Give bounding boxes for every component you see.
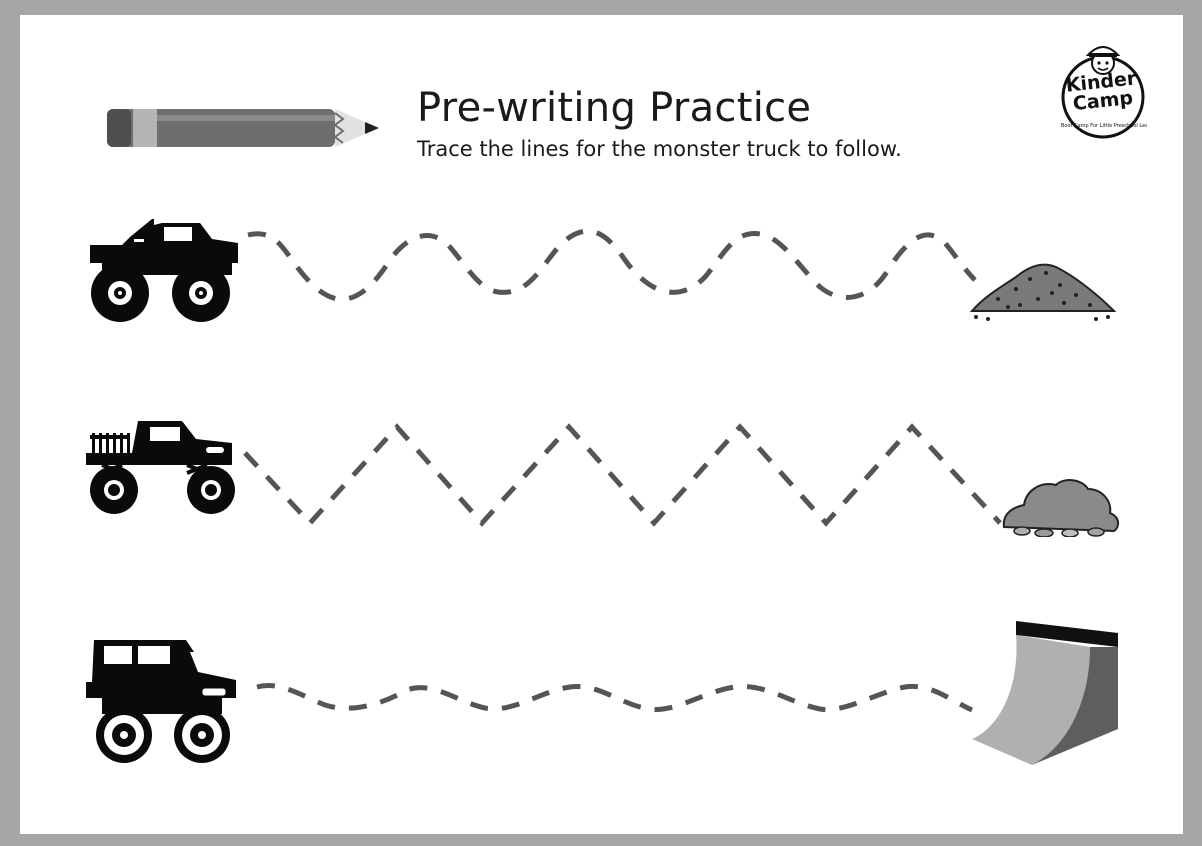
trace-path-wave [247, 228, 977, 302]
monster-truck-icon-3 [86, 640, 236, 763]
dirt-pile-icon [969, 263, 1117, 321]
rock-pile-icon [1002, 479, 1120, 537]
tracing-paths [243, 228, 1002, 713]
monster-truck-icon-2 [86, 421, 235, 514]
worksheet: Pre-writing Practice Trace the lines for… [20, 15, 1183, 834]
monster-truck-icon-1 [90, 219, 238, 322]
pencil-icon [107, 109, 379, 147]
logo-tagline: Boot Camp For Little Preschool Learners [1061, 123, 1147, 129]
ramp-icon [972, 621, 1118, 765]
kinder-camp-logo: Kinder Camp Boot Camp For Little Prescho… [1055, 35, 1155, 140]
trace-path-gentle-wave [256, 683, 974, 713]
page-subtitle: Trace the lines for the monster truck to… [417, 137, 902, 161]
page-title: Pre-writing Practice [417, 85, 812, 131]
logo-badge-icon [1061, 46, 1145, 139]
trace-path-zigzag [243, 423, 1002, 527]
